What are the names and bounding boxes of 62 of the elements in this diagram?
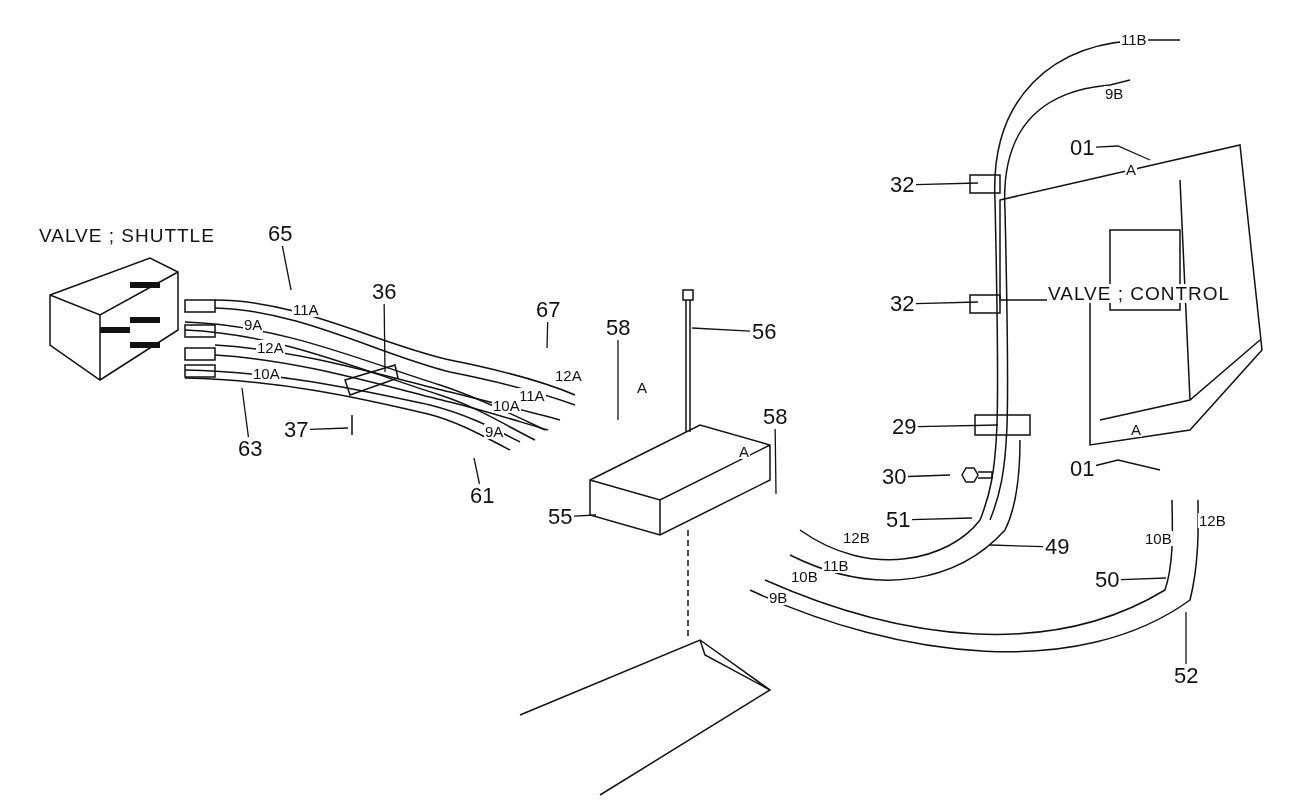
leader-line	[1185, 611, 1187, 665]
callout-number: 63	[236, 437, 265, 461]
port-label: 9B	[1104, 86, 1125, 101]
port-label: 9A	[484, 424, 505, 439]
callout-number: 65	[266, 222, 295, 246]
port-label: A	[1125, 162, 1137, 177]
leader-line	[546, 321, 549, 349]
leader-line	[907, 474, 951, 478]
component-title: VALVE ; CONTROL	[1047, 284, 1232, 303]
port-label: 10A	[492, 398, 521, 413]
port-label: 9B	[768, 590, 789, 605]
component-title: VALVE ; SHUTTLE	[38, 226, 216, 245]
port-label: 11A	[518, 388, 546, 403]
leader-line	[241, 387, 250, 438]
leader-line	[383, 303, 386, 373]
leader-line	[473, 457, 481, 485]
leader-line	[1120, 577, 1167, 581]
callout-number: 01	[1068, 457, 1097, 481]
port-label: 11B	[822, 558, 850, 573]
callout-number: 01	[1068, 136, 1097, 160]
leader-line	[989, 544, 1044, 548]
callout-number: 29	[890, 415, 919, 439]
leader-line	[1095, 459, 1161, 471]
leader-line	[1095, 145, 1151, 161]
callout-number: 32	[888, 173, 917, 197]
callout-number: 49	[1043, 535, 1072, 559]
port-label: 12A	[256, 340, 285, 355]
callout-number: 32	[888, 292, 917, 316]
callout-number: 36	[370, 280, 399, 304]
port-label: 12B	[842, 530, 871, 545]
leader-line	[915, 182, 979, 186]
leader-line	[573, 514, 597, 517]
callout-number: 52	[1172, 664, 1201, 688]
callout-number: 58	[761, 405, 790, 429]
callout-number: 37	[282, 418, 311, 442]
leader-line	[917, 424, 999, 428]
callout-number: 55	[546, 505, 575, 529]
port-label: A	[738, 444, 750, 459]
port-label: 10B	[1144, 531, 1173, 546]
port-label: 10A	[252, 366, 281, 381]
port-label: 11A	[292, 302, 320, 317]
callout-number: 61	[468, 484, 497, 508]
callout-number: 50	[1093, 568, 1122, 592]
port-label: 11B	[1120, 32, 1148, 47]
port-label: 12B	[1198, 513, 1227, 528]
leader-line	[691, 327, 751, 332]
port-label: A	[636, 380, 648, 395]
callout-number: 67	[534, 298, 563, 322]
leader-line	[617, 339, 619, 421]
callout-number: 56	[750, 320, 779, 344]
leader-line	[774, 428, 777, 495]
leader-line	[309, 427, 349, 431]
port-label: 12A	[554, 368, 583, 383]
callout-number: 58	[604, 316, 633, 340]
callout-number: 51	[884, 508, 913, 532]
port-label: 10B	[790, 569, 819, 584]
port-label: A	[1130, 422, 1142, 437]
leader-line	[911, 517, 973, 521]
port-label: 9A	[243, 317, 264, 332]
callout-number: 30	[880, 465, 909, 489]
leader-line	[281, 245, 292, 291]
leader-line	[915, 301, 979, 305]
